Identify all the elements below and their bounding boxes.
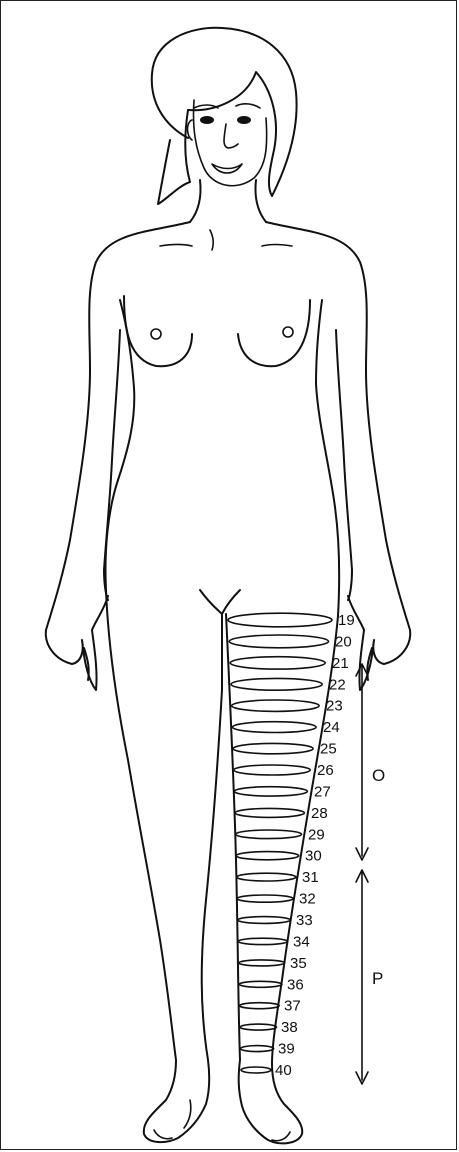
groin (200, 590, 240, 614)
segment-p-label: P (372, 969, 383, 988)
hair (152, 28, 297, 196)
level-label-25: 25 (320, 741, 337, 758)
level-label-33: 33 (296, 912, 313, 929)
measurement-ring-35 (239, 960, 285, 966)
level-label-20: 20 (335, 633, 352, 650)
measurement-ring-40 (241, 1067, 271, 1073)
level-label-35: 35 (290, 955, 307, 972)
nose (224, 124, 238, 148)
measurement-ring-33 (238, 917, 291, 924)
measurement-ring-22 (231, 678, 322, 690)
female-body-outline (46, 28, 410, 1144)
segment-arrows: O P (356, 664, 385, 1084)
level-label-32: 32 (299, 891, 316, 908)
measurement-ring-24 (232, 722, 316, 733)
level-label-22: 22 (329, 676, 346, 693)
measurement-ring-30 (236, 852, 299, 860)
level-label-27: 27 (314, 783, 331, 800)
level-label-38: 38 (281, 1019, 298, 1036)
measurement-ring-37 (240, 1003, 280, 1009)
left-arm (46, 222, 190, 690)
measurement-ring-28 (235, 808, 304, 817)
level-label-34: 34 (293, 933, 310, 950)
left-nipple (151, 329, 161, 339)
neck-right (255, 180, 266, 222)
measurement-ring-26 (234, 765, 310, 775)
level-label-36: 36 (287, 976, 304, 993)
left-breast (124, 296, 192, 366)
left-leg-outer (106, 590, 209, 1142)
level-label-37: 37 (284, 998, 301, 1015)
measurement-ring-25 (233, 743, 313, 753)
measurement-ring-29 (236, 830, 302, 839)
measurement-level-labels: 19 20 21 22 23 24 25 26 27 28 29 30 31 32 33 34 35 36 37 38… (275, 612, 355, 1079)
level-label-28: 28 (311, 805, 328, 822)
level-label-26: 26 (317, 762, 334, 779)
left-leg-inner (202, 690, 222, 1060)
level-label-19: 19 (338, 612, 355, 629)
level-label-40: 40 (275, 1062, 292, 1079)
neck-left (190, 180, 201, 222)
measurement-ring-39 (241, 1046, 274, 1052)
right-nipple (283, 327, 293, 337)
measurement-ring-19 (228, 613, 332, 627)
level-label-39: 39 (278, 1041, 295, 1058)
measurement-ring-32 (237, 895, 293, 902)
left-eye (200, 116, 214, 124)
torso-right (316, 300, 339, 616)
segment-o-label: O (372, 766, 385, 785)
right-eye (237, 116, 251, 124)
level-label-30: 30 (305, 848, 322, 865)
right-breast (238, 300, 310, 366)
measurement-ring-21 (230, 657, 325, 669)
measurement-ring-36 (239, 981, 282, 987)
measurement-ring-23 (232, 700, 319, 711)
level-label-23: 23 (326, 698, 343, 715)
measurement-ring-20 (229, 635, 328, 648)
level-label-31: 31 (302, 869, 319, 886)
level-label-21: 21 (332, 655, 349, 672)
measurement-ring-38 (240, 1024, 276, 1030)
measurement-ring-27 (234, 787, 307, 796)
right-brow (236, 104, 260, 108)
mouth (212, 164, 242, 173)
level-label-24: 24 (323, 719, 340, 736)
level-label-29: 29 (308, 826, 325, 843)
measurement-ring-34 (238, 938, 287, 944)
measurement-ring-31 (237, 873, 296, 881)
